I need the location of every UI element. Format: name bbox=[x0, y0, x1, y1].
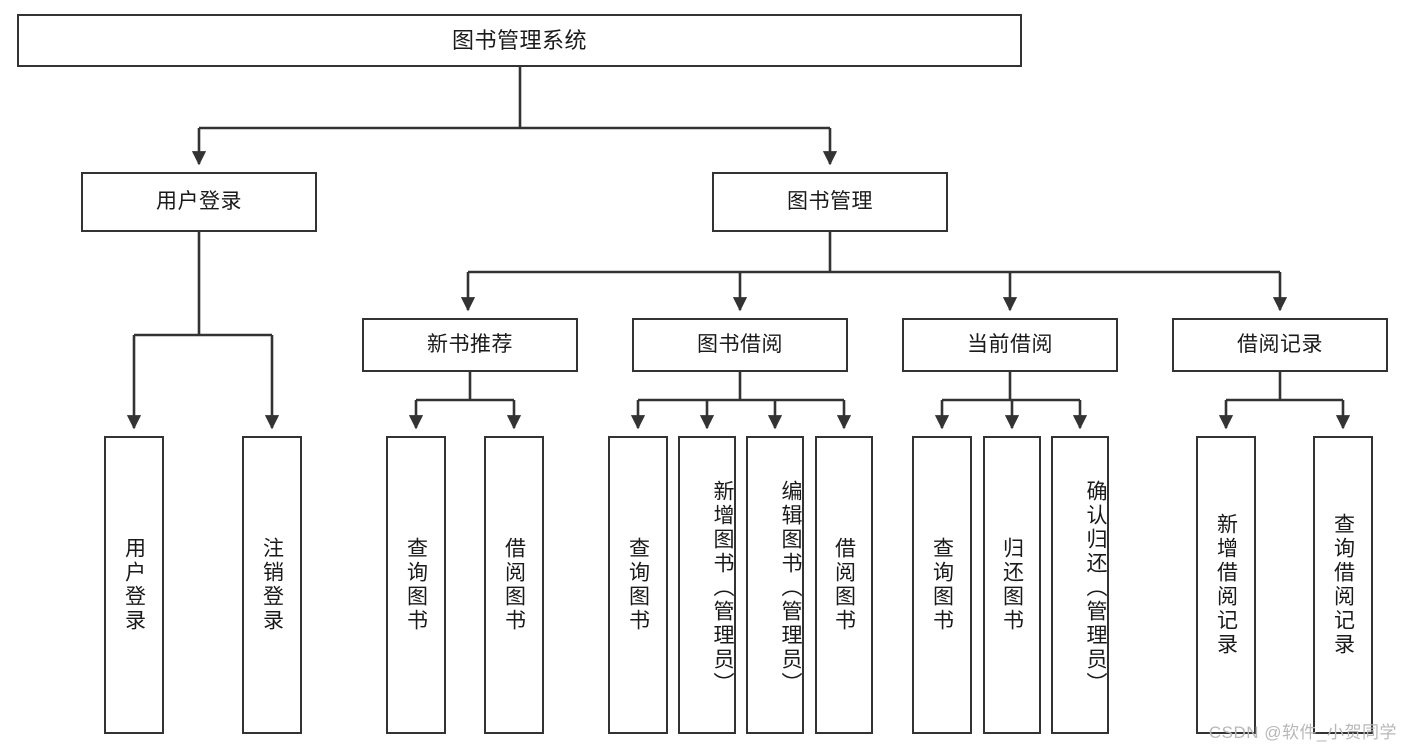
leaf-query-book-recommend[interactable]: 查询图书 bbox=[386, 436, 446, 734]
leaf-add-borrow-record[interactable]: 新增借阅记录 bbox=[1196, 436, 1256, 734]
leaf-borrow-book[interactable]: 借阅图书 bbox=[815, 436, 873, 734]
node-label: 查询图书 bbox=[626, 537, 650, 633]
node-root[interactable]: 图书管理系统 bbox=[17, 14, 1022, 67]
node-book-borrow[interactable]: 图书借阅 bbox=[632, 318, 848, 372]
node-label: 查询图书 bbox=[930, 537, 954, 633]
leaf-user-login[interactable]: 用户登录 bbox=[104, 436, 164, 734]
node-label: 查询借阅记录 bbox=[1331, 513, 1355, 657]
leaf-confirm-return-admin[interactable]: 确认归还（管理员） bbox=[1051, 436, 1109, 734]
node-label: 借阅图书 bbox=[502, 537, 526, 633]
node-label: 图书管理 bbox=[787, 189, 873, 213]
node-label: 用户登录 bbox=[122, 537, 146, 633]
leaf-add-book-admin[interactable]: 新增图书（管理员） bbox=[678, 436, 736, 734]
node-book-management[interactable]: 图书管理 bbox=[712, 172, 948, 232]
node-label: 编辑图书（管理员） bbox=[779, 480, 802, 696]
leaf-query-borrow-record[interactable]: 查询借阅记录 bbox=[1313, 436, 1373, 734]
node-label: 注销登录 bbox=[260, 537, 284, 633]
leaf-borrow-book-recommend[interactable]: 借阅图书 bbox=[484, 436, 544, 734]
node-label: 借阅记录 bbox=[1237, 332, 1323, 356]
node-label: 归还图书 bbox=[1000, 537, 1024, 633]
node-user-login[interactable]: 用户登录 bbox=[81, 172, 317, 232]
node-label: 图书管理系统 bbox=[451, 27, 587, 53]
node-new-book-recommend[interactable]: 新书推荐 bbox=[362, 318, 578, 372]
node-label: 查询图书 bbox=[404, 537, 428, 633]
node-label: 用户登录 bbox=[156, 189, 242, 213]
node-borrow-record[interactable]: 借阅记录 bbox=[1172, 318, 1388, 372]
node-label: 新增借阅记录 bbox=[1214, 513, 1238, 657]
watermark-text: CSDN @软件_小贺同学 bbox=[1208, 723, 1397, 742]
leaf-query-book-borrow[interactable]: 查询图书 bbox=[608, 436, 668, 734]
node-label: 确认归还（管理员） bbox=[1084, 480, 1107, 696]
node-label: 当前借阅 bbox=[967, 332, 1053, 356]
node-label: 新增图书（管理员） bbox=[711, 480, 734, 696]
leaf-return-book[interactable]: 归还图书 bbox=[983, 436, 1041, 734]
node-label: 借阅图书 bbox=[832, 537, 856, 633]
leaf-edit-book-admin[interactable]: 编辑图书（管理员） bbox=[746, 436, 804, 734]
leaf-logout[interactable]: 注销登录 bbox=[242, 436, 302, 734]
node-current-borrow[interactable]: 当前借阅 bbox=[902, 318, 1118, 372]
node-label: 新书推荐 bbox=[427, 332, 513, 356]
node-label: 图书借阅 bbox=[697, 332, 783, 356]
leaf-query-book-current[interactable]: 查询图书 bbox=[912, 436, 972, 734]
